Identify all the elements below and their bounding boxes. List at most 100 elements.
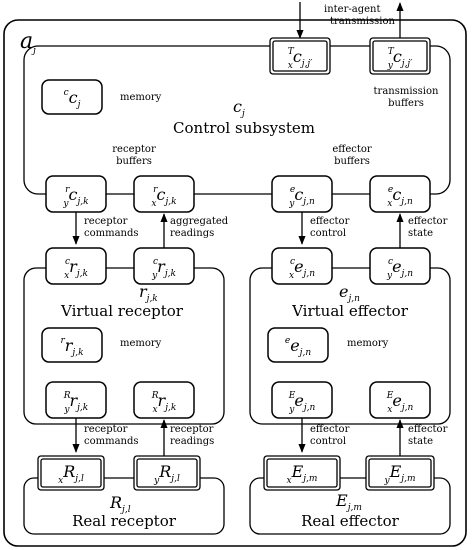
virtual-receptor-symbol: rj,k xyxy=(139,282,158,304)
buffer-mem-e: eej,n xyxy=(267,327,329,363)
real-effector-frame xyxy=(249,477,451,535)
virtual-effector-title: Virtual effector xyxy=(291,302,409,320)
buffer-re-y: yEj,m xyxy=(365,455,435,491)
buffer-re-x: xEj,m xyxy=(263,455,341,491)
buffer-frame xyxy=(365,455,435,491)
buffer-frame xyxy=(271,247,333,285)
agent-boundary xyxy=(3,19,467,547)
buffer-frame xyxy=(263,455,341,491)
real-receptor-title: Real receptor xyxy=(72,512,177,530)
buffer-inner-frame xyxy=(372,40,428,72)
buffer-label: eej,n xyxy=(285,336,311,358)
real-receptor-symbol: Rj,l xyxy=(109,493,131,515)
buffer-frame xyxy=(45,247,107,285)
buffer-inner-frame xyxy=(136,458,198,488)
control-subsystem-frame xyxy=(23,45,451,195)
real-receptor-frame xyxy=(23,477,225,535)
buffer-inner-frame xyxy=(272,40,328,72)
buffer-frame xyxy=(369,247,431,285)
buffer-label: yRj,l xyxy=(153,462,180,486)
virtual-effector-memory-label: memory xyxy=(347,338,389,349)
buffer-label: xEj,m xyxy=(287,462,318,486)
buffer-frame xyxy=(41,327,103,363)
buffer-label: xRj,l xyxy=(58,462,84,486)
real-effector-title: Real effector xyxy=(301,512,400,530)
virtual-receptor-frame xyxy=(23,267,225,425)
buffer-frame xyxy=(133,381,195,419)
virtual-receptor-memory-label: memory xyxy=(120,338,162,349)
buffer-frame xyxy=(267,327,329,363)
control-symbol: cj xyxy=(233,97,245,119)
virtual-effector-frame xyxy=(249,267,451,425)
buffer-frame xyxy=(41,79,103,115)
buffer-inner-frame xyxy=(266,458,338,488)
buffer-frame xyxy=(37,455,105,491)
buffer-mem-r: rrj,k xyxy=(41,327,103,363)
buffer-frame xyxy=(369,37,431,75)
agent-label: aj xyxy=(20,29,36,56)
buffer-inner-frame xyxy=(368,458,432,488)
buffer-label: rrj,k xyxy=(60,336,83,358)
buffer-frame xyxy=(45,175,107,213)
control-memory-label: memory xyxy=(120,92,162,103)
virtual-receptor-title: Virtual receptor xyxy=(60,302,184,320)
buffer-frame xyxy=(133,175,195,213)
buffer-label: ccj xyxy=(64,88,81,110)
buffer-label: yEj,m xyxy=(384,462,416,486)
buffer-frame xyxy=(271,381,333,419)
virtual-effector-symbol: ej,n xyxy=(339,282,360,304)
buffer-mem-c: ccj xyxy=(41,79,103,115)
buffer-frame xyxy=(269,37,331,75)
buffer-inner-frame xyxy=(40,458,102,488)
control-subsystem-title: Control subsystem xyxy=(173,119,315,137)
buffer-frame xyxy=(271,175,333,213)
buffer-frame xyxy=(133,247,195,285)
buffer-rr-y: yRj,l xyxy=(133,455,201,491)
buffer-frame xyxy=(133,455,201,491)
buffer-frame xyxy=(45,381,107,419)
real-effector-symbol: Ej,m xyxy=(335,491,362,513)
